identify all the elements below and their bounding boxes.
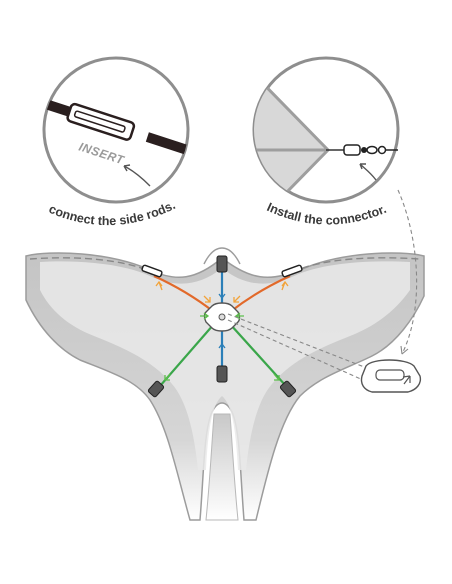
right-wing-end-cap <box>279 380 297 398</box>
blue-arrows <box>218 290 226 352</box>
rod-inside <box>73 110 126 133</box>
insert-arrow-icon <box>123 164 151 187</box>
guide-dashed-arrow-icon <box>397 189 418 355</box>
bridle-clip-detail <box>360 359 422 393</box>
caption-connector: Install the connector. <box>265 200 389 228</box>
nose-end-cap <box>216 255 228 273</box>
left-wing-end-cap <box>147 380 165 398</box>
callout-connector: Install the connector. <box>252 56 400 228</box>
right-sleeve <box>281 264 303 278</box>
snap-swivel-icon <box>326 144 398 156</box>
guide-lines <box>227 189 418 385</box>
insertion-arrows <box>155 280 289 381</box>
green-arrows <box>164 312 280 381</box>
kite-tail <box>205 413 239 521</box>
orange-arrows <box>155 280 289 303</box>
guide-center-to-clip <box>227 313 373 371</box>
callout-side-rods: INSERT connect the side rods. <box>42 56 190 228</box>
rod-right-dark <box>145 132 188 161</box>
lower-right-spar <box>229 323 287 387</box>
kite-nose <box>203 247 241 265</box>
caption-connector-path: Install the connector. <box>265 200 389 228</box>
left-sleeve <box>141 264 163 278</box>
guide-center-to-clip-2 <box>227 319 373 385</box>
leading-edge-seam <box>29 257 421 273</box>
tail-end-cap <box>216 365 228 383</box>
connector-arrow-icon <box>359 163 377 181</box>
